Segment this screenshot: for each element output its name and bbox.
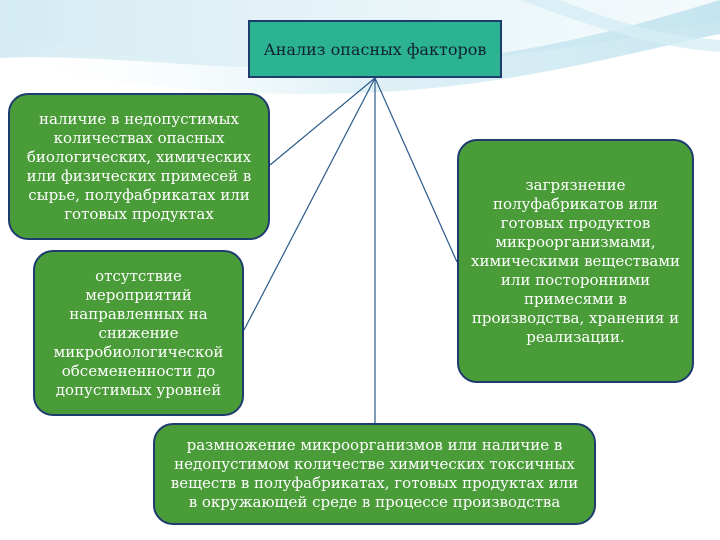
factor-box-microbial-growth: размножение микроорганизмов или наличие …	[153, 423, 596, 525]
connector-to-box-2	[243, 77, 376, 331]
connector-to-box-3	[374, 77, 458, 263]
factor-box-contamination: загрязнение полуфабрикатов или готовых п…	[457, 139, 694, 383]
factor-box-impurities: наличие в недопустимых количествах опасн…	[8, 93, 270, 240]
connector-to-box-1	[269, 77, 376, 166]
diagram-title: Анализ опасных факторов	[248, 20, 502, 78]
factor-box-no-measures: отсутствие мероприятий направленных на с…	[33, 250, 244, 416]
